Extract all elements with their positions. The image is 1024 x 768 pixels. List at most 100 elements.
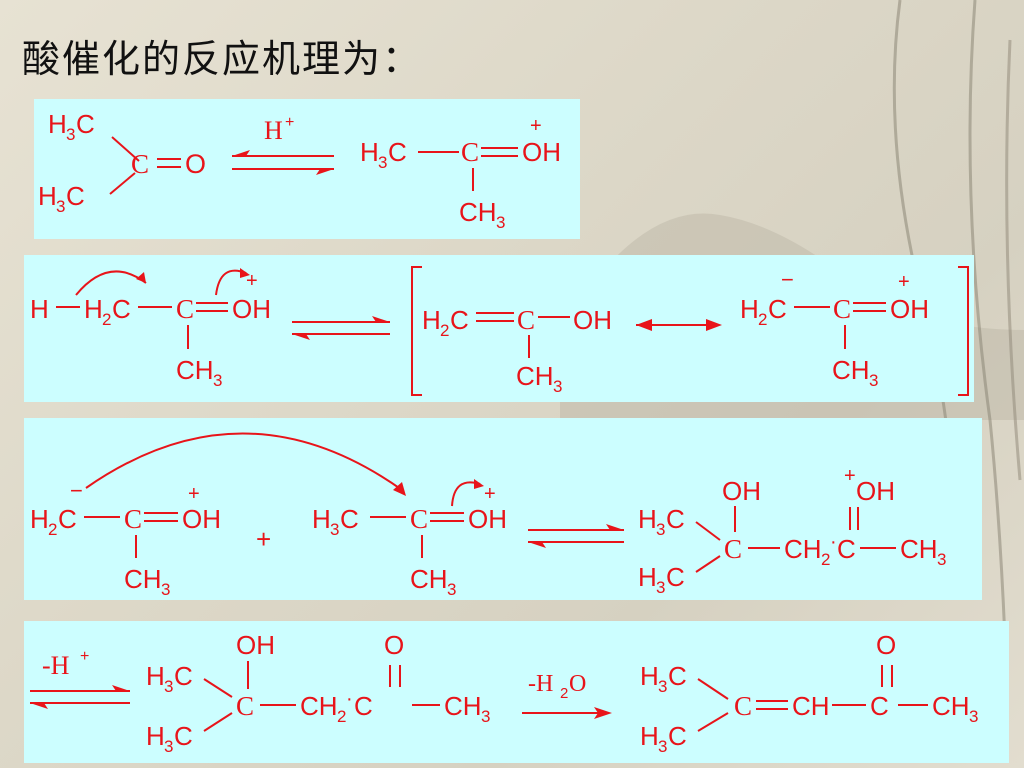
equilibrium-arrow: H +: [232, 114, 334, 175]
oxygen-hydroxyl: OH: [232, 294, 271, 324]
svg-text:3: 3: [213, 371, 222, 390]
svg-text:2: 2: [758, 310, 767, 329]
bond: [111, 136, 140, 162]
positive-charge: +: [484, 483, 496, 505]
svg-text:3: 3: [164, 677, 173, 696]
svg-text:3: 3: [330, 520, 339, 539]
deprotonation-arrow: -H +: [30, 648, 130, 709]
svg-text:H: H: [740, 294, 759, 324]
oxygen-hydroxyl: OH: [182, 504, 221, 534]
svg-text:C: C: [76, 109, 95, 139]
oxygen-hydroxyl: OH: [856, 476, 895, 506]
bond-dot: ·: [346, 688, 353, 710]
positive-charge: +: [188, 483, 200, 505]
carbon-atom: C: [176, 294, 194, 324]
carbon-atom: C: [410, 504, 428, 534]
svg-text:CH: CH: [900, 534, 938, 564]
svg-text:2: 2: [440, 321, 449, 340]
svg-text:C: C: [450, 305, 469, 335]
svg-text:2: 2: [48, 520, 57, 539]
carbon-atom: C: [517, 305, 535, 335]
svg-text:H: H: [360, 137, 379, 167]
svg-text:3: 3: [656, 578, 665, 597]
bond: [109, 172, 136, 195]
svg-text:3: 3: [937, 550, 946, 569]
svg-text:C: C: [66, 181, 85, 211]
svg-text:C: C: [666, 504, 685, 534]
svg-text:+: +: [285, 114, 294, 131]
svg-text:O: O: [569, 671, 586, 697]
carbon-atom: C: [833, 294, 851, 324]
svg-text:H: H: [30, 504, 49, 534]
svg-text:3: 3: [481, 707, 490, 726]
svg-text:H: H: [146, 721, 165, 751]
oxygen-hydroxyl: OH: [468, 504, 507, 534]
svg-text:3: 3: [56, 197, 65, 216]
hydroxyl-group: OH: [722, 476, 761, 506]
svg-text:3: 3: [496, 213, 505, 232]
alkene-carbon: C: [734, 691, 752, 721]
svg-text:3: 3: [869, 371, 878, 390]
hydrogen-atom: H: [30, 294, 49, 324]
svg-text:3: 3: [66, 125, 75, 144]
oxygen-hydroxyl: OH: [890, 294, 929, 324]
curved-electron-arrow: [85, 432, 403, 491]
svg-text:2: 2: [560, 685, 568, 702]
svg-text:3: 3: [969, 707, 978, 726]
carbonyl-carbon: C: [354, 691, 373, 721]
svg-text:C: C: [58, 504, 77, 534]
oxygen-hydroxyl: OH: [522, 137, 561, 167]
svg-text:CH: CH: [410, 564, 448, 594]
carbonyl-carbon: C: [131, 149, 149, 179]
negative-charge: −: [781, 267, 794, 292]
svg-text:2: 2: [102, 310, 111, 329]
svg-text:H: H: [640, 721, 659, 751]
resonance-bracket: [411, 266, 969, 396]
hydroxyl-group: OH: [573, 305, 612, 335]
svg-text:CH: CH: [176, 355, 214, 385]
minus-h-plus-label: -H: [42, 651, 70, 680]
svg-text:H: H: [48, 109, 67, 139]
svg-text:CH: CH: [124, 564, 162, 594]
bond-dot: ·: [830, 531, 837, 553]
carbon-atom: C: [124, 504, 142, 534]
svg-text:3: 3: [164, 737, 173, 756]
svg-text:C: C: [174, 721, 193, 751]
svg-text:C: C: [112, 294, 131, 324]
carbon-atom: C: [461, 137, 479, 167]
svg-text:+: +: [80, 648, 89, 665]
svg-text:3: 3: [658, 677, 667, 696]
carbonyl-oxygen: O: [384, 630, 404, 660]
carbonyl-oxygen: O: [185, 149, 206, 179]
svg-text:H: H: [638, 504, 657, 534]
svg-text:C: C: [668, 721, 687, 751]
svg-text:C: C: [668, 661, 687, 691]
carbonyl-oxygen: O: [876, 630, 896, 660]
carbonyl-carbon: C: [837, 534, 856, 564]
